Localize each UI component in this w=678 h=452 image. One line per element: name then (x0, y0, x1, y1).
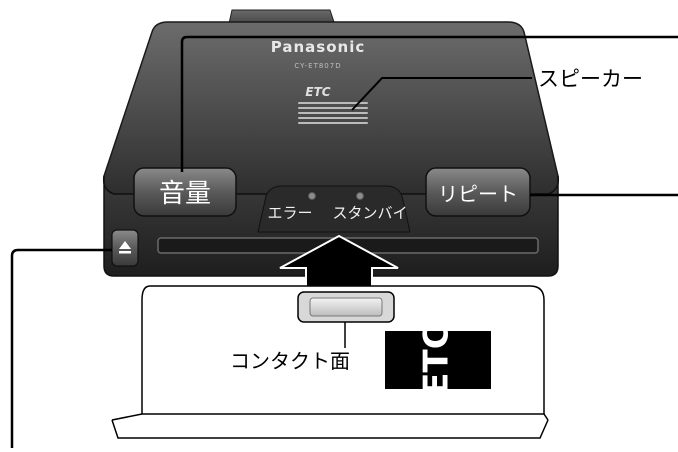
speaker-grille (298, 102, 368, 124)
volume-button-label: 音量 (159, 179, 211, 209)
eject-callout-line (10, 248, 112, 448)
card-etc-logo: ETC (385, 324, 491, 396)
volume-callout-line (180, 35, 678, 172)
eject-button[interactable] (111, 229, 139, 267)
repeat-button-label: リピート (438, 182, 518, 206)
standby-label: スタンバイ (332, 204, 407, 222)
indicator-panel (257, 185, 411, 233)
volume-button[interactable]: 音量 (133, 167, 237, 217)
svg-text:ETC: ETC (417, 324, 457, 395)
card-edge (111, 419, 549, 439)
eject-icon (119, 241, 131, 249)
brand-logo: Panasonic (271, 38, 365, 56)
model-label: CY-ET807D (294, 62, 341, 70)
error-label: エラー (267, 204, 312, 222)
etc-mark: ETC (305, 85, 330, 99)
standby-led (356, 192, 364, 200)
contact-surface-label: コンタクト面 (230, 349, 350, 373)
speaker-label: スピーカー (538, 67, 643, 91)
speaker-callout-line (351, 77, 532, 111)
repeat-button[interactable]: リピート (425, 167, 531, 217)
error-led (308, 192, 316, 200)
